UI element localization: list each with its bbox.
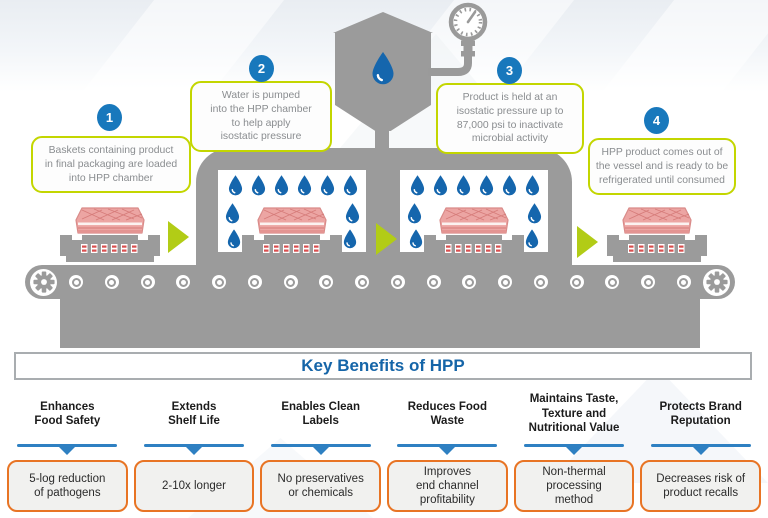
roller-icon: [462, 275, 477, 289]
water-feed-pipe: [375, 129, 389, 150]
water-droplet-icon: [297, 175, 312, 196]
water-droplet-icon: [410, 175, 425, 196]
roller-icon: [641, 275, 655, 289]
step-1-callout: Baskets containing product in final pack…: [31, 136, 191, 194]
water-droplet-icon: [343, 175, 358, 196]
gear-icon: [703, 268, 730, 296]
benefit-detail-box: 2-10x longer: [133, 459, 255, 512]
product-basket-station-3: [423, 207, 525, 263]
gear-icon: [30, 268, 57, 296]
water-droplet-icon: [433, 175, 448, 196]
benefit-heading: Extends Shelf Life: [168, 400, 220, 427]
water-droplet-icon: [345, 203, 360, 224]
pressure-gauge-icon: [428, 2, 488, 76]
roller-icon: [212, 275, 226, 289]
water-droplet-icon: [409, 229, 423, 249]
step-4-badge: 4: [644, 107, 669, 134]
water-droplet-icon: [228, 175, 243, 196]
flow-arrow-icon: [577, 226, 598, 258]
background-streak: [588, 0, 768, 92]
benefit-column-clean-labels: Enables Clean Labels No preservatives or…: [257, 386, 384, 512]
water-droplet-icon: [320, 175, 335, 196]
benefit-heading: Enables Clean Labels: [281, 400, 360, 427]
key-benefits-title-bar: Key Benefits of HPP: [14, 352, 752, 380]
water-droplet-icon: [479, 175, 494, 196]
roller-icon: [319, 275, 334, 289]
pointer-rule-icon: [270, 444, 371, 455]
pointer-rule-icon: [144, 444, 244, 455]
roller-icon: [676, 275, 691, 289]
roller-icon: [605, 275, 620, 289]
roller-icon: [69, 275, 83, 289]
pointer-rule-icon: [17, 444, 118, 455]
benefit-column-shelf-life: Extends Shelf Life 2-10x longer: [131, 386, 258, 512]
benefit-heading: Maintains Taste, Texture and Nutritional…: [528, 393, 620, 435]
benefit-column-brand-reputation: Protects Brand Reputation Decreases risk…: [637, 386, 764, 512]
conveyor-rollers: [69, 265, 691, 299]
roller-icon: [176, 275, 191, 289]
benefit-column-food-waste: Reduces Food Waste Improves end channel …: [384, 386, 511, 512]
conveyor-belt: [25, 265, 735, 299]
roller-icon: [104, 275, 119, 289]
step-4-callout: HPP product comes out of the vessel and …: [588, 138, 736, 196]
water-droplet-icon: [502, 175, 517, 196]
pointer-rule-icon: [650, 444, 751, 455]
water-droplet-icon: [525, 175, 540, 196]
roller-icon: [498, 275, 512, 289]
benefit-detail-box: Non-thermal processing method: [513, 459, 635, 512]
water-droplet-icon: [343, 229, 357, 249]
step-2-badge: 2: [249, 55, 274, 82]
product-basket-station-1: [59, 207, 161, 263]
water-droplet-icon: [371, 52, 395, 85]
product-basket-station-2: [241, 207, 343, 263]
machine-base: [60, 299, 700, 348]
benefits-row: Enhances Food Safety 5-log reduction of …: [4, 386, 764, 512]
flow-arrow-icon: [168, 221, 189, 253]
benefit-detail-box: Improves end channel profitability: [387, 459, 508, 512]
step-3-badge: 3: [497, 57, 522, 84]
step-1-badge: 1: [97, 104, 122, 131]
roller-icon: [140, 275, 155, 289]
water-droplet-icon: [251, 175, 266, 196]
water-droplet-icon: [225, 203, 240, 224]
roller-icon: [283, 275, 298, 289]
benefit-column-food-safety: Enhances Food Safety 5-log reduction of …: [4, 386, 131, 512]
roller-icon: [247, 275, 262, 289]
water-droplet-icon: [227, 229, 241, 249]
roller-icon: [355, 275, 369, 289]
roller-icon: [533, 275, 548, 289]
benefit-heading: Protects Brand Reputation: [659, 400, 742, 427]
pointer-rule-icon: [524, 444, 625, 455]
water-droplet-icon: [527, 203, 542, 224]
benefit-detail-box: 5-log reduction of pathogens: [7, 459, 128, 512]
benefit-heading: Reduces Food Waste: [407, 400, 487, 427]
roller-icon: [426, 275, 441, 289]
roller-icon: [569, 275, 584, 289]
water-droplet-icon: [274, 175, 289, 196]
benefit-column-taste-nutrition: Maintains Taste, Texture and Nutritional…: [511, 386, 638, 512]
roller-icon: [390, 275, 405, 289]
benefit-detail-box: No preservatives or chemicals: [260, 459, 382, 512]
water-tank: [335, 33, 431, 105]
step-2-callout: Water is pumped into the HPP chamber to …: [190, 81, 332, 153]
flow-arrow-icon: [376, 223, 397, 255]
water-droplet-icon: [407, 203, 422, 224]
benefit-heading: Enhances Food Safety: [34, 400, 101, 427]
pointer-rule-icon: [397, 444, 498, 455]
step-3-callout: Product is held at an isostatic pressure…: [436, 83, 584, 155]
benefit-detail-box: Decreases risk of product recalls: [640, 459, 762, 512]
water-droplet-icon: [525, 229, 539, 249]
key-benefits-title: Key Benefits of HPP: [301, 356, 465, 375]
product-basket-station-4: [606, 207, 708, 263]
water-droplet-icon: [456, 175, 471, 196]
